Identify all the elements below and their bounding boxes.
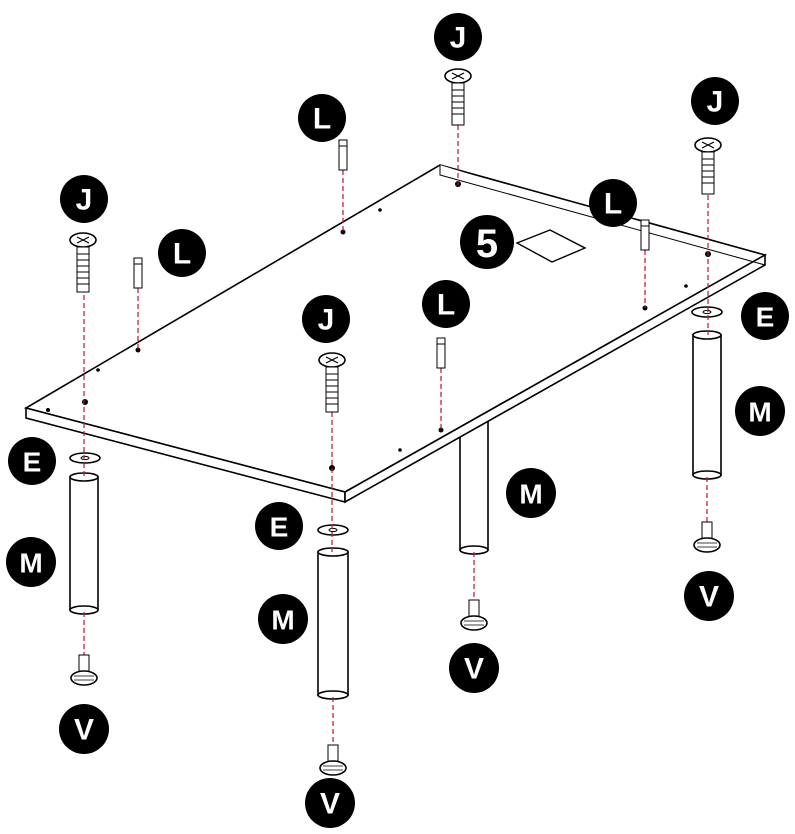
svg-text:J: J [76,184,93,217]
svg-text:L: L [313,103,331,136]
svg-text:M: M [271,605,294,636]
leg-front-left [69,472,99,615]
part-label-m: M [258,594,308,644]
cable-cutout [515,229,587,263]
svg-text:V: V [74,714,94,747]
washer [69,452,101,464]
leg-right [692,330,722,480]
part-label-v: V [684,571,734,621]
washer [317,524,349,536]
dowel-hole [135,347,141,353]
step-number: 5 [476,222,498,266]
part-label-j: J [60,175,108,223]
screw [318,352,346,413]
guide-lines [83,125,709,745]
part-label-e: E [255,502,303,550]
washer [691,306,723,318]
part-label-v: V [59,704,109,754]
dowel [640,219,650,251]
table-top [23,164,768,504]
part-label-e: E [8,437,56,485]
leveling-foot [460,599,488,631]
svg-text:M: M [19,548,42,579]
svg-text:L: L [173,238,191,271]
dowel [133,257,143,289]
dowel-hole [438,427,444,433]
leveling-foot [70,654,98,686]
screw-hole [82,399,88,405]
part-label-e: E [741,292,789,340]
leg-back-center [459,414,489,555]
screw [444,68,472,126]
dowel-hole [340,229,346,235]
svg-text:M: M [748,397,771,428]
part-label-v: V [305,778,355,828]
leveling-foot [319,744,347,776]
svg-text:M: M [519,479,542,510]
svg-text:J: J [450,22,467,55]
part-label-m: M [6,537,56,587]
part-label-j: J [691,77,739,125]
leveling-foot [693,521,721,553]
part-label-l: L [589,179,637,227]
screw [69,232,97,293]
svg-text:E: E [756,302,775,333]
svg-text:V: V [320,788,340,821]
svg-text:V: V [464,653,484,686]
part-label-l: L [158,229,206,277]
part-label-m: M [735,386,785,436]
svg-text:V: V [699,581,719,614]
svg-text:E: E [23,447,42,478]
dowel [436,337,446,369]
part-label-l: L [298,94,346,142]
part-label-m: M [506,468,556,518]
svg-text:L: L [437,289,455,322]
part-label-l: L [422,280,470,328]
svg-text:E: E [270,512,289,543]
svg-text:J: J [318,304,335,337]
screw [694,137,722,195]
part-label-j: J [302,295,350,343]
svg-text:J: J [707,86,724,119]
step-number-badge: 5 [460,215,514,269]
dowel [338,139,348,171]
part-label-j: J [434,13,482,61]
svg-text:L: L [604,188,622,221]
part-label-v: V [449,643,499,693]
leg-front-center [317,547,349,700]
